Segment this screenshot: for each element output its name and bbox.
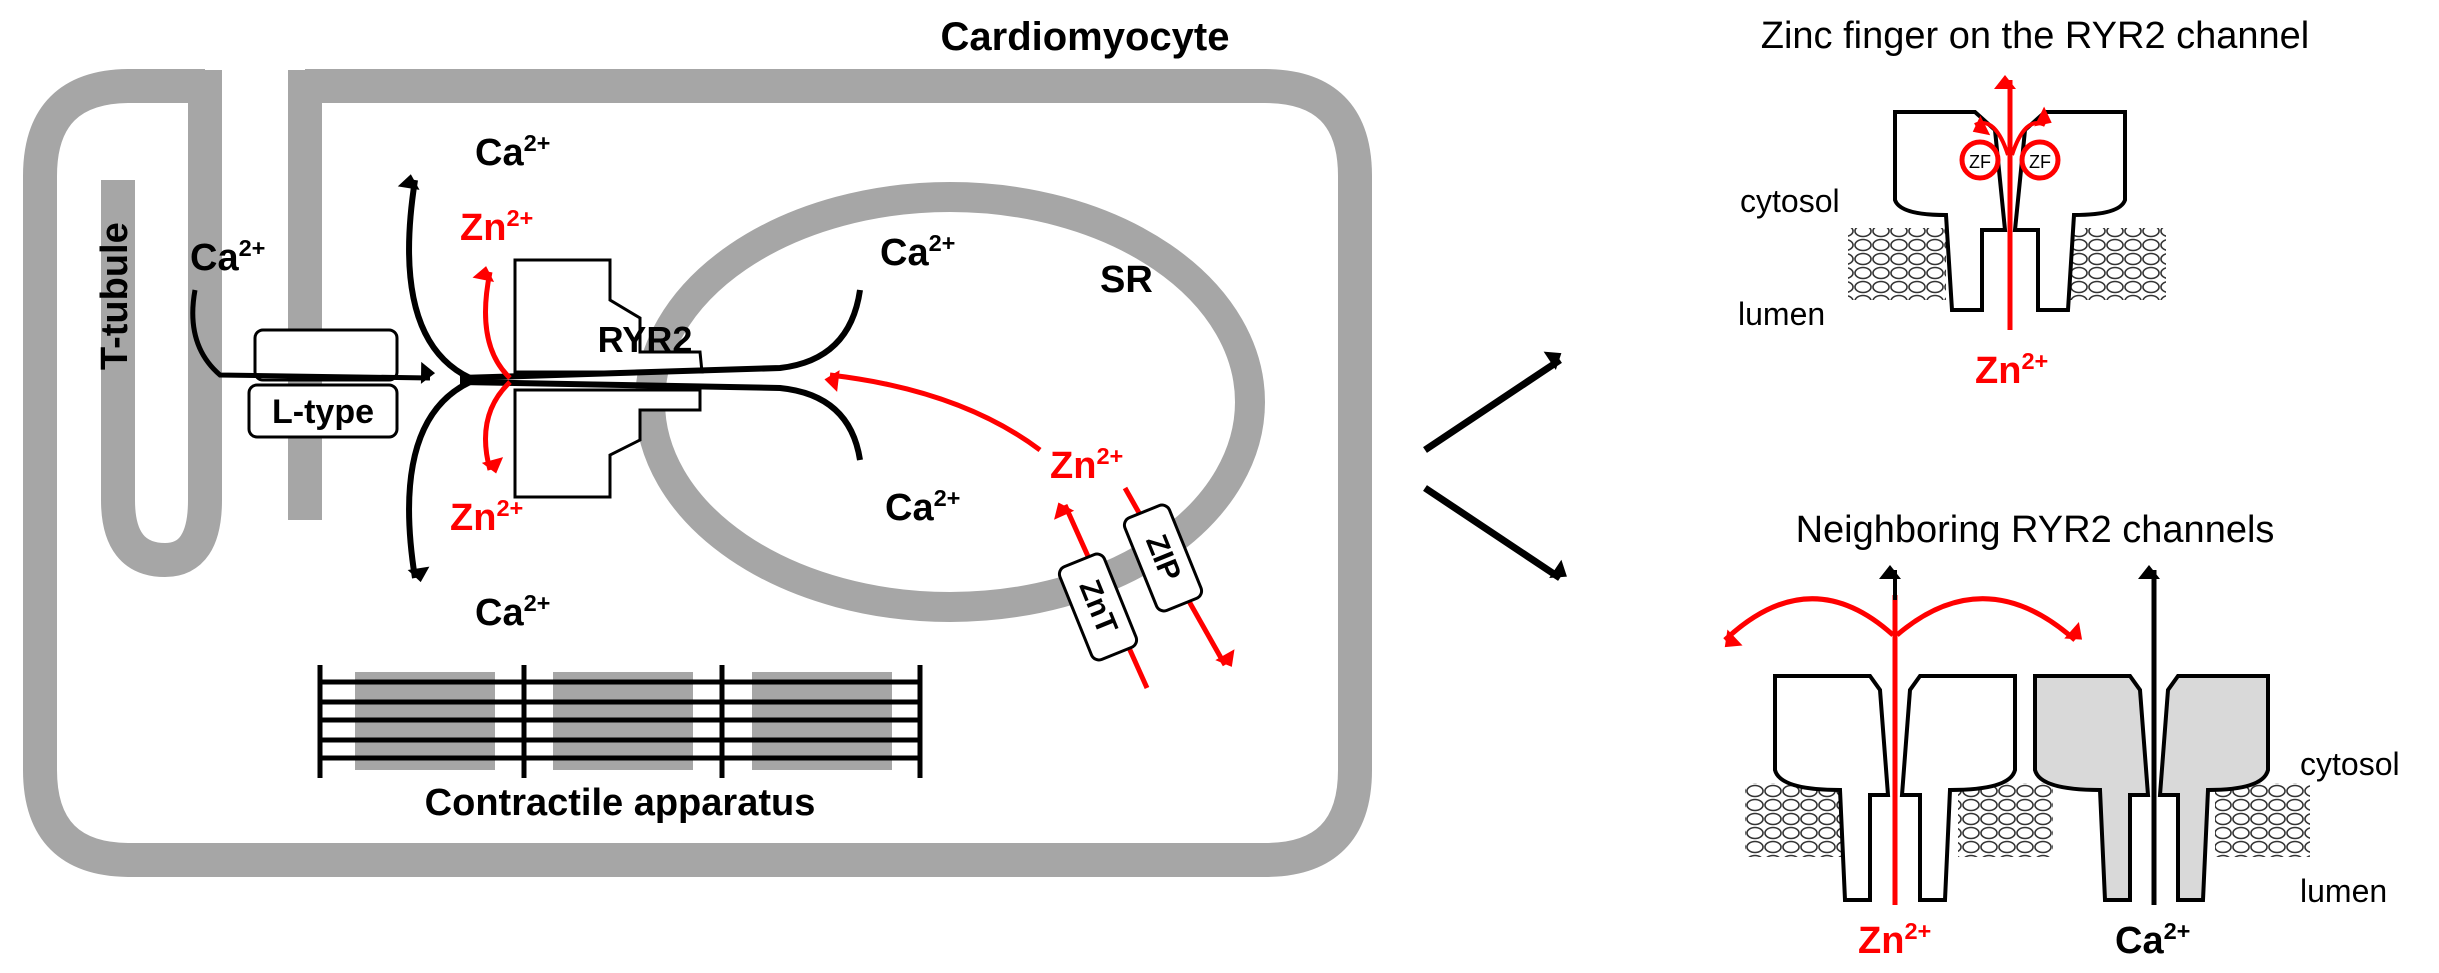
zn-label-neighbor: Zn2+	[1858, 918, 1931, 962]
zn-to-zf-right	[2010, 106, 2052, 156]
cell-membrane	[23, 69, 1372, 877]
ca-label-bottom: Ca2+	[475, 590, 550, 634]
ryr2-channel-bottom	[513, 388, 702, 499]
l-type-channel-bottom	[247, 383, 399, 439]
membrane-bottom-right	[2215, 783, 2310, 857]
cell-title: Cardiomyocyte	[941, 15, 1230, 59]
zinc-finger-right	[2019, 139, 2061, 181]
ca-release-line-top	[459, 289, 863, 381]
zn-label-zf: Zn2+	[1975, 348, 2048, 392]
zn-flow-line	[824, 370, 1042, 453]
l-type-label: L-type	[272, 393, 374, 431]
zinc-finger-title: Zinc finger on the RYR2 channel	[1761, 15, 2310, 57]
ca-label-sr-bottom: Ca2+	[885, 485, 960, 529]
ca-entry-arrow	[190, 289, 436, 384]
zn-label-top: Zn2+	[460, 205, 533, 249]
branch-arrow-up	[1423, 351, 1562, 453]
membrane-top-right	[2068, 228, 2166, 300]
t-tubule-label: T-tubule	[94, 222, 136, 370]
ca-arrow-up	[397, 174, 472, 381]
zn-label-sr: Zn2+	[1050, 443, 1123, 487]
ca-release-line-bottom	[459, 379, 863, 461]
lumen-label-top: lumen	[1738, 296, 1825, 332]
zip-transporter: ZIP	[1122, 503, 1204, 613]
zn-to-zf-left	[1972, 115, 2010, 156]
cytosol-label-bottom: cytosol	[2300, 746, 2400, 782]
zinc-finger-left	[1959, 139, 2001, 181]
neighbor-channel-gray-right	[2157, 674, 2270, 902]
neighbor-channel-white-right	[1899, 674, 2017, 902]
neighbor-title: Neighboring RYR2 channels	[1796, 509, 2275, 551]
sr-label: SR	[1100, 259, 1153, 301]
ryr2-label: RYR2	[598, 319, 693, 360]
ca-label-neighbor: Ca2+	[2115, 918, 2190, 962]
neighbor-channel-gray-left	[2033, 674, 2151, 902]
cytosol-label-top: cytosol	[1740, 183, 1840, 219]
ca-label-top: Ca2+	[475, 130, 550, 174]
membrane-bottom-middle	[1958, 783, 2053, 857]
zn-arrow-down	[481, 380, 512, 474]
zn-arrow-up	[472, 266, 512, 380]
l-type-channel-top	[253, 328, 399, 382]
branch-arrow-down	[1423, 485, 1567, 581]
membrane-top-left	[1848, 228, 1946, 300]
t-tubule-membrane	[101, 70, 222, 578]
zn-spread-right	[1895, 596, 2083, 642]
svg-text:ZF: ZF	[2029, 152, 2051, 172]
ca-label-sr-top: Ca2+	[880, 230, 955, 274]
zn-spread-left	[1723, 596, 1895, 648]
ca-arrow-down	[406, 379, 472, 583]
znt-transporter: ZnT	[1057, 552, 1139, 662]
contractile-label: Contractile apparatus	[425, 782, 816, 824]
zn-label-bottom: Zn2+	[450, 495, 523, 539]
neighbor-channel-white-left	[1773, 674, 1891, 902]
lumen-label-bottom: lumen	[2300, 873, 2387, 909]
svg-text:ZF: ZF	[1969, 152, 1991, 172]
contractile-apparatus	[317, 665, 923, 778]
ca-label-ltype: Ca2+	[190, 235, 265, 279]
